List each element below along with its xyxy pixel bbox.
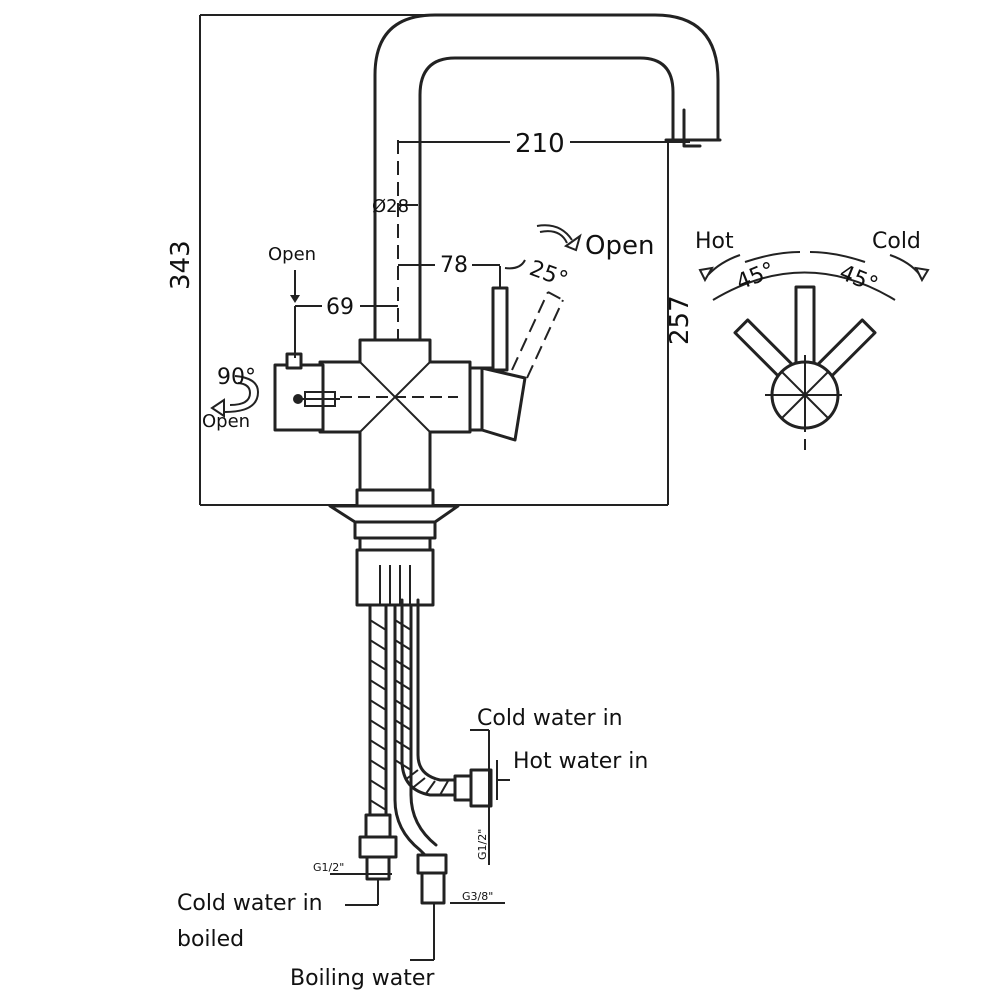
thread-g12-left: G1/2" [313,861,344,874]
top-view-handle [698,251,930,450]
label-cold-water-in-boiled-1: Cold water in [177,891,323,916]
angle-knob-rotation: 90° [217,365,256,390]
spout [373,13,722,347]
lever-open-arrow-icon [536,224,573,241]
label-cold: Cold [872,229,921,254]
label-hot: Hot [695,229,734,254]
cold-arrow-icon [889,254,921,276]
label-cold-water-in-boiled-2: boiled [177,927,244,952]
faucet-body [273,266,564,607]
angle-hot: 45° [733,258,779,296]
labels: 343 210 Ø28 78 69 257 25° 90° 45° 45° Op… [166,129,921,991]
lever-housing [480,366,527,442]
label-open-lever: Open [585,231,654,261]
dimension-handle-offset: 78 [440,253,468,278]
thread-g38: G3/8" [462,890,493,903]
dimension-spout-height: 257 [665,295,695,345]
label-hot-water-in: Hot water in [513,749,648,774]
mounting-nut [355,548,435,607]
label-open-knob: Open [268,244,316,265]
dimension-spout-diameter: Ø28 [372,196,409,217]
thread-g12-right: G1/2" [476,829,489,860]
lever-handle [491,286,509,372]
hoses [358,598,493,905]
knob-rotation-arrow-icon [224,375,260,413]
dimension-total-height: 343 [166,240,196,290]
dimension-knob-offset: 69 [326,295,354,320]
angle-cold: 45° [836,260,882,298]
leader-lines [330,729,510,961]
angle-arc [712,271,896,301]
dimension-lines [290,141,690,358]
dimension-reach: 210 [515,129,565,159]
label-open-knob-rotation: Open [202,411,250,432]
rotation-arrows [210,224,582,418]
label-boiling-water: Boiling water [290,966,435,991]
label-cold-water-in: Cold water in [477,706,623,731]
lever-tilt-outline [511,291,564,379]
angle-lever-tilt: 25° [526,256,571,293]
